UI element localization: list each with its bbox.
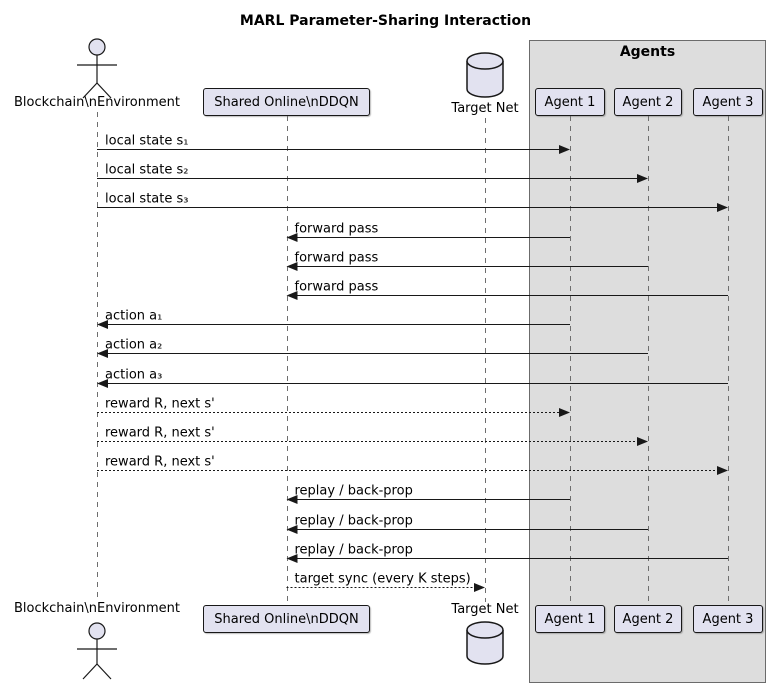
message-arrowhead-icon <box>286 525 298 534</box>
message-label: reward R, next s' <box>105 455 215 470</box>
message-label: action a₂ <box>105 338 162 353</box>
participant-label-target: Target Net <box>451 602 519 617</box>
message-arrowhead-icon <box>286 495 298 504</box>
participant-box-ddqn: Shared Online\nDDQN <box>203 605 370 633</box>
database-icon <box>466 52 504 98</box>
message-label: forward pass <box>295 280 379 295</box>
message-label: action a₁ <box>105 309 162 324</box>
message-label: replay / back-prop <box>295 514 413 529</box>
message-arrowhead-icon <box>637 437 648 446</box>
message-label: forward pass <box>295 251 379 266</box>
actor-icon <box>77 622 117 680</box>
participant-box-agent1: Agent 1 <box>535 605 605 633</box>
message-label: local state s₂ <box>105 163 188 178</box>
messages: local state s₁ local state s₂ local state … <box>97 134 728 592</box>
message-arrowhead-icon <box>286 291 298 300</box>
message-label: target sync (every K steps) <box>295 572 471 587</box>
message-label: reward R, next s' <box>105 397 215 412</box>
message-arrowhead-icon <box>717 203 728 212</box>
message-arrowhead-icon <box>97 379 108 388</box>
agents-group-title: Agents <box>619 44 676 60</box>
participant-box-ddqn: Shared Online\nDDQN <box>203 88 370 116</box>
message-label: replay / back-prop <box>295 543 413 558</box>
participant-label-target: Target Net <box>451 101 519 116</box>
message-arrowhead-icon <box>286 262 298 271</box>
message-arrowhead-icon <box>637 174 648 183</box>
participant-box-agent2: Agent 2 <box>614 88 682 116</box>
agents-group-box: Agents <box>529 40 766 683</box>
participant-box-agent1: Agent 1 <box>535 88 605 116</box>
message-label: local state s₁ <box>105 134 188 149</box>
message-arrowhead-icon <box>717 466 728 475</box>
message-label: reward R, next s' <box>105 426 215 441</box>
message-arrowhead-icon <box>97 349 108 358</box>
message-label: action a₃ <box>105 368 162 383</box>
message-arrowhead-icon <box>559 408 570 417</box>
participant-box-agent3: Agent 3 <box>693 605 763 633</box>
participant-box-agent3: Agent 3 <box>693 88 763 116</box>
participant-label-environment: Blockchain\nEnvironment <box>14 95 180 110</box>
message-arrowhead-icon <box>286 554 298 563</box>
lifelines <box>97 112 729 605</box>
participant-label-environment: Blockchain\nEnvironment <box>14 601 180 616</box>
message-label: forward pass <box>295 222 379 237</box>
participant-box-agent2: Agent 2 <box>614 605 682 633</box>
database-icon <box>466 621 504 665</box>
message-arrowhead-icon <box>559 145 570 154</box>
message-arrowhead-icon <box>286 233 298 242</box>
message-arrowhead-icon <box>474 583 485 592</box>
diagram-title: MARL Parameter-Sharing Interaction <box>239 13 532 29</box>
message-arrowhead-icon <box>97 320 108 329</box>
message-label: replay / back-prop <box>295 484 413 499</box>
message-label: local state s₃ <box>105 192 188 207</box>
actor-icon <box>77 38 117 99</box>
